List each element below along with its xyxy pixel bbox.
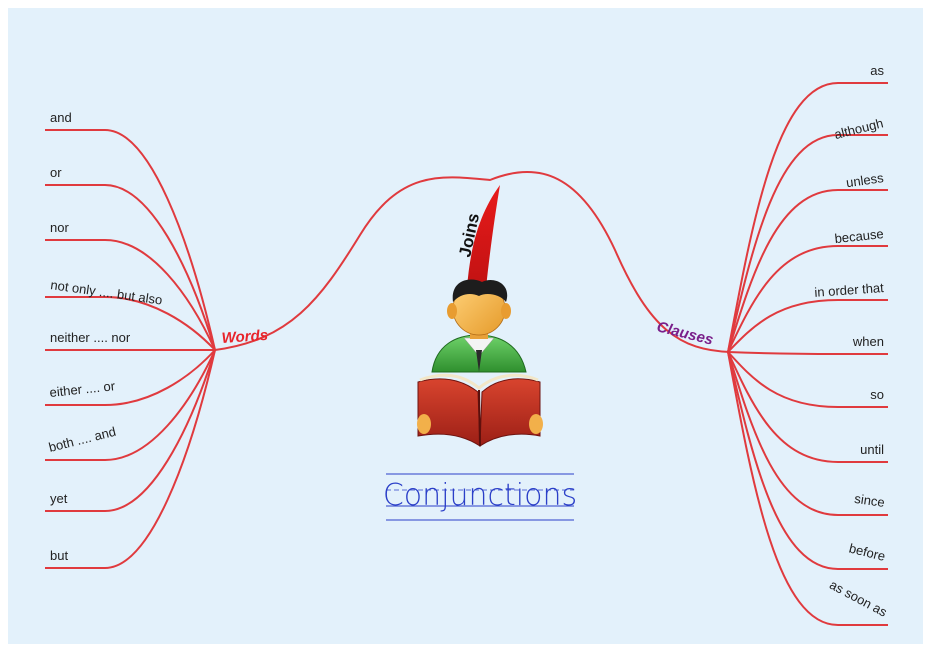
words-item-yet: yet bbox=[50, 491, 68, 506]
clauses-branch-line bbox=[727, 189, 888, 353]
clauses-item-since: since bbox=[854, 491, 886, 510]
words-hub-label: Words bbox=[221, 327, 268, 347]
main-branch bbox=[214, 171, 731, 353]
reader-figure-icon bbox=[431, 279, 527, 373]
clauses-branch-line bbox=[727, 351, 888, 570]
words-item-nor: nor bbox=[50, 220, 69, 235]
words-branch-line bbox=[45, 349, 216, 569]
clauses-branch-line bbox=[727, 82, 888, 353]
clauses-branch-line bbox=[727, 134, 888, 353]
words-branch-line bbox=[45, 349, 216, 461]
clauses-item-so: so bbox=[870, 387, 884, 402]
clauses-branch-line bbox=[727, 299, 888, 353]
joins-branch bbox=[467, 185, 500, 288]
clauses-item-until: until bbox=[860, 442, 884, 457]
title-block: Conjunctions bbox=[383, 473, 577, 521]
words-branch-line bbox=[45, 184, 216, 351]
words-item-and: and bbox=[50, 110, 72, 125]
words-item-but: but bbox=[50, 548, 68, 563]
words-branch-line bbox=[45, 349, 216, 512]
words-branch-line bbox=[45, 296, 216, 351]
words-branch-line bbox=[45, 239, 216, 351]
clauses-branch-line bbox=[727, 351, 888, 355]
open-book-icon bbox=[417, 373, 543, 447]
words-item-or: or bbox=[50, 165, 62, 180]
clauses-branch-line bbox=[727, 351, 888, 626]
clauses-item-unless: unless bbox=[845, 170, 885, 190]
clauses-item-as: as bbox=[870, 63, 884, 78]
words-item-either-or: either .... or bbox=[49, 378, 117, 400]
clauses-branch-line bbox=[727, 351, 888, 516]
clauses-branch-line bbox=[727, 351, 888, 408]
clauses-item-because: because bbox=[834, 226, 884, 246]
words-branch-line bbox=[45, 129, 216, 351]
words-item-neither-nor: neither .... nor bbox=[50, 330, 131, 345]
clauses-item-when: when bbox=[852, 334, 884, 349]
words-branch-line bbox=[45, 349, 216, 406]
clauses-branch-line bbox=[727, 351, 888, 463]
diagram-title: Conjunctions bbox=[383, 478, 577, 513]
clauses-branch-line bbox=[727, 245, 888, 353]
clauses-item-in-order-that: in order that bbox=[814, 280, 885, 300]
